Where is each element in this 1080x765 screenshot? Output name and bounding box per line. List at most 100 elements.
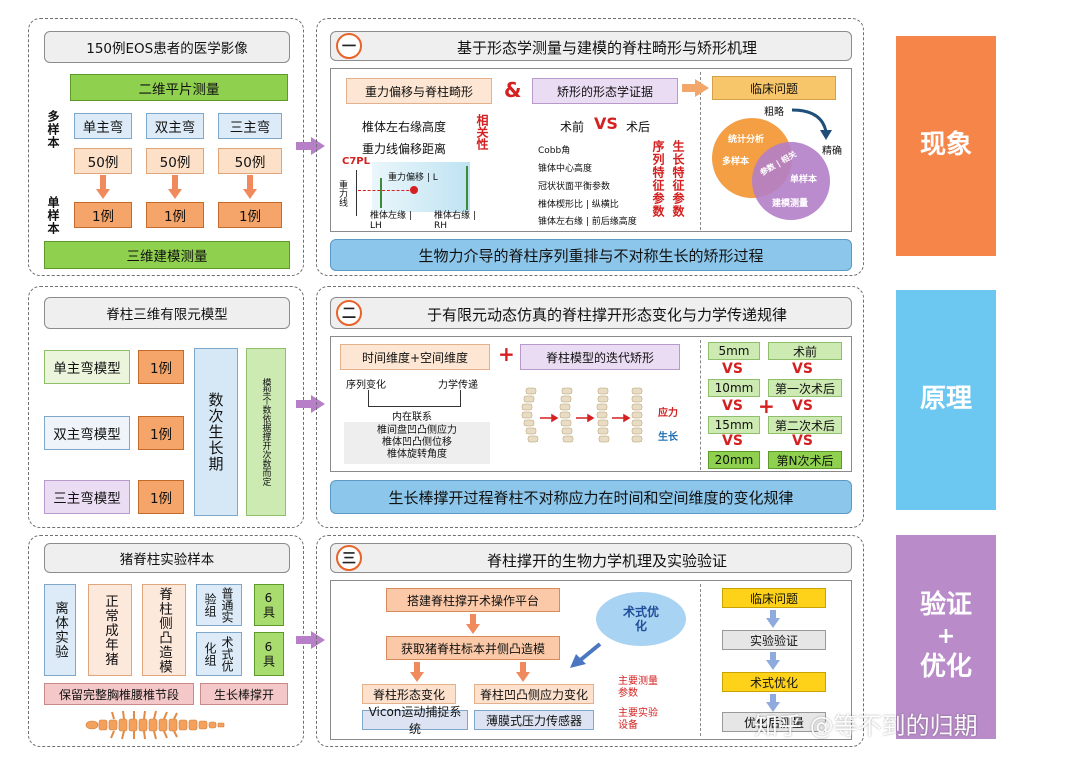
p3-opt-arrow: [570, 642, 602, 668]
p2-dimension: 时间维度+空间维度: [340, 344, 490, 370]
p1-seq-params: 序列特征参数: [651, 140, 665, 218]
left3-group-1: 普通实验组: [196, 584, 242, 626]
left1-multi-label: 多样本: [46, 110, 60, 149]
p3-divider: [700, 584, 701, 736]
p3-flow-arrow-3-head: [766, 702, 780, 712]
p2-divider: [700, 340, 701, 470]
p1-result: 生物力介导的脊柱序列重排与不对称生长的矫形过程: [330, 239, 852, 271]
left3-col-1: 离体实验: [44, 584, 76, 676]
p1-gravity-offset: 重力偏移 | L: [388, 173, 438, 183]
left1-2d-measure: 二维平片测量: [70, 74, 288, 101]
p2-content-frame: [330, 336, 852, 472]
p1-correlation: 相关性: [475, 114, 489, 150]
left3-n-1: 6具: [254, 584, 284, 626]
p2-growth-label: 生长: [658, 432, 678, 443]
p3-title: 脊柱撑开的生物力学机理及实验验证: [486, 552, 727, 570]
p3-param: 主要测量参数: [618, 676, 658, 699]
p2-left-3: 10mm: [708, 379, 760, 397]
side-phenomenon-label: 现象: [919, 130, 972, 161]
p3-opt-label: 术式优化: [622, 604, 659, 633]
left1-arrow-shaft-1: [100, 175, 106, 189]
center-panel-2: [316, 286, 864, 528]
p2-iterative: 脊柱模型的迭代矫形: [520, 344, 680, 370]
p1-offset-dot: [410, 186, 418, 194]
connector-arrow-2-shaft: [296, 400, 312, 408]
p1-rh: 椎体右缘 | RH: [434, 211, 476, 231]
p3-title-bar: [330, 543, 852, 573]
p2-inner-relation: 内在联系: [392, 412, 432, 423]
left1-count-2: 50例: [146, 148, 204, 174]
p2-left-5: 15mm: [708, 416, 760, 434]
left1-3d-measure: 三维建模测量: [44, 241, 290, 269]
p1-gravity-box: [372, 162, 470, 212]
p2-plus: +: [498, 342, 515, 366]
p3-morph: 脊柱形态变化: [362, 684, 456, 704]
left3-bottom-1: 保留完整胸椎腰椎节段: [44, 683, 194, 705]
p2-left-2: VS: [722, 361, 743, 377]
left3-group-2: 术式优化组: [196, 632, 242, 676]
p1-c7-line: [356, 170, 357, 216]
left3-title: 猪脊柱实验样本: [44, 543, 290, 573]
left1-count-3: 50例: [218, 148, 282, 174]
p2-link-left: [368, 390, 369, 406]
p1-c7pl: C7PL: [342, 156, 370, 167]
connector-arrow-2-head: [311, 395, 325, 413]
p1-content-frame: [330, 68, 852, 232]
p2-title: 于有限元动态仿真的脊柱撑开形态变化与力学传递规律: [426, 306, 787, 324]
p1-param-2: 锥体中心高度: [538, 164, 593, 174]
connector-arrow-3-shaft: [296, 636, 312, 644]
p1-offset-dash: [358, 190, 414, 191]
p3-stress: 脊柱凹凸侧应力变化: [474, 684, 594, 704]
p1-rough-precise-arrow: [791, 108, 832, 140]
left2-title: 脊柱三维有限元模型: [44, 297, 290, 329]
left1-single-3: 1例: [218, 202, 282, 228]
p3-arrow-3-shaft: [520, 662, 526, 672]
center-panel-3: [316, 535, 864, 747]
p3-badge: 三: [336, 545, 362, 571]
connector-arrow-3-head: [311, 631, 325, 649]
side-principle-label: 原理: [919, 384, 972, 415]
p2-right-6: VS: [792, 433, 813, 449]
left3-n-2: 6具: [254, 632, 284, 676]
p2-right-3: 第一次术后: [768, 379, 842, 397]
p3-film: 薄膜式压力传感器: [474, 710, 594, 730]
center-panel-1: [316, 18, 864, 276]
p2-right-4: VS: [792, 398, 813, 414]
left1-single-label: 单样本: [46, 196, 60, 235]
left1-single-1: 1例: [74, 202, 132, 228]
left2-growth-period: 数次生长期: [194, 348, 238, 516]
p3-arrow-2-head: [410, 672, 424, 682]
p2-stress-1: 椎间盘凹凸侧应力: [377, 425, 457, 436]
p1-divider: [700, 72, 701, 230]
p1-measure-2: 重力线偏移距离: [362, 142, 447, 156]
p2-mech-transfer: 力学传递: [438, 380, 478, 391]
p1-venn-model: 建模测量: [772, 199, 809, 209]
p1-rough: 粗略: [764, 107, 784, 118]
left2-case-3: 1例: [138, 480, 184, 514]
connector-arrow-1-head: [311, 137, 325, 155]
p2-table-plus: +: [758, 394, 775, 418]
p1-right-edge-arrow: [466, 166, 468, 210]
left2-model-note: 模型个数依据撑开次数而定: [246, 348, 286, 516]
side-principle: 原理: [896, 290, 996, 510]
left1-curve-3: 三主弯: [218, 113, 282, 139]
p2-left-4: VS: [722, 398, 743, 414]
p1-sub-1: 重力偏移与脊柱畸形: [346, 78, 492, 104]
left1-single-2: 1例: [146, 202, 204, 228]
left1-count-1: 50例: [74, 148, 132, 174]
p1-measure-1: 椎体左右缘高度: [362, 120, 447, 134]
p1-venn-multi: 多样本: [722, 157, 750, 167]
p1-venn-single: 单样本: [790, 175, 818, 185]
p2-spine-iterations: [521, 387, 643, 443]
p1-left-edge-arrow: [380, 178, 382, 208]
p2-stress-box: 椎间盘凹凸侧应力 椎体凹凸侧位移 椎体旋转角度: [344, 422, 490, 464]
p3-flow-arrow-1-shaft: [770, 610, 776, 618]
p1-title-bar: [330, 31, 852, 61]
left2-model-3: 三主弯模型: [44, 480, 130, 514]
p3-flow-arrow-1-head: [766, 618, 780, 628]
p3-arrow-3-head: [516, 672, 530, 682]
p3-arrow-1-shaft: [470, 614, 476, 624]
left1-arrow-head-3: [243, 189, 257, 199]
left1-arrow-shaft-2: [172, 175, 178, 189]
p3-content-frame: [330, 580, 852, 740]
